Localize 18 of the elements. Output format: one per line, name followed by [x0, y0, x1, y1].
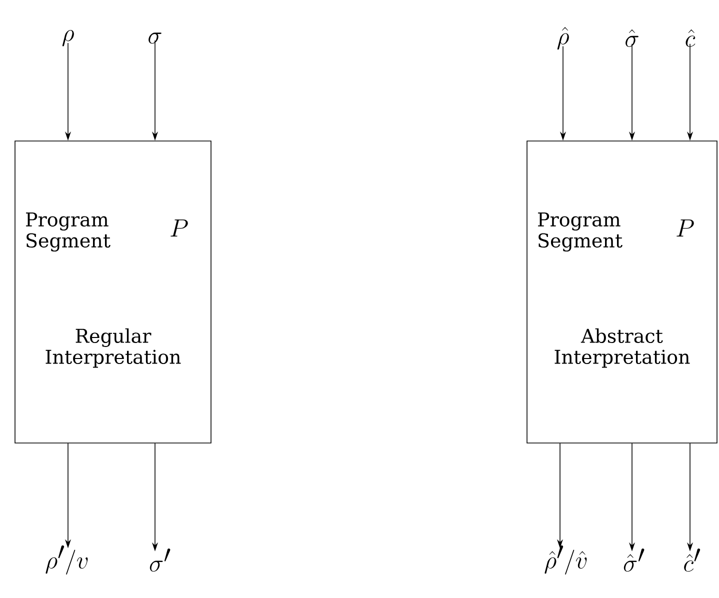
variable-formula: $\rho'/v$ — [46, 545, 88, 575]
node-text: Program Segment — [538, 212, 622, 252]
node-formula: $P$ — [676, 220, 694, 236]
process-box — [14, 140, 212, 444]
node-text: Abstract Interpretation — [554, 328, 690, 368]
process-box — [526, 140, 718, 444]
node-text: Program Segment — [26, 212, 110, 252]
variable-formula: $\hat{\sigma}$ — [626, 29, 638, 47]
node-text: Regular Interpretation — [46, 328, 181, 368]
variable-formula: $\hat{\sigma}'$ — [624, 548, 644, 572]
variable-formula: $\sigma$ — [148, 32, 162, 44]
node-formula: $P$ — [170, 220, 188, 236]
variable-formula: $\sigma'$ — [150, 548, 170, 572]
variable-formula: $\rho$ — [62, 30, 74, 46]
variable-formula: $\hat{c}$ — [686, 29, 696, 47]
variable-formula: $\hat{c}'$ — [684, 548, 700, 572]
variable-formula: $\hat{\rho}$ — [557, 26, 569, 50]
variable-formula: $\hat{\rho}'/\hat{v}$ — [544, 545, 587, 575]
